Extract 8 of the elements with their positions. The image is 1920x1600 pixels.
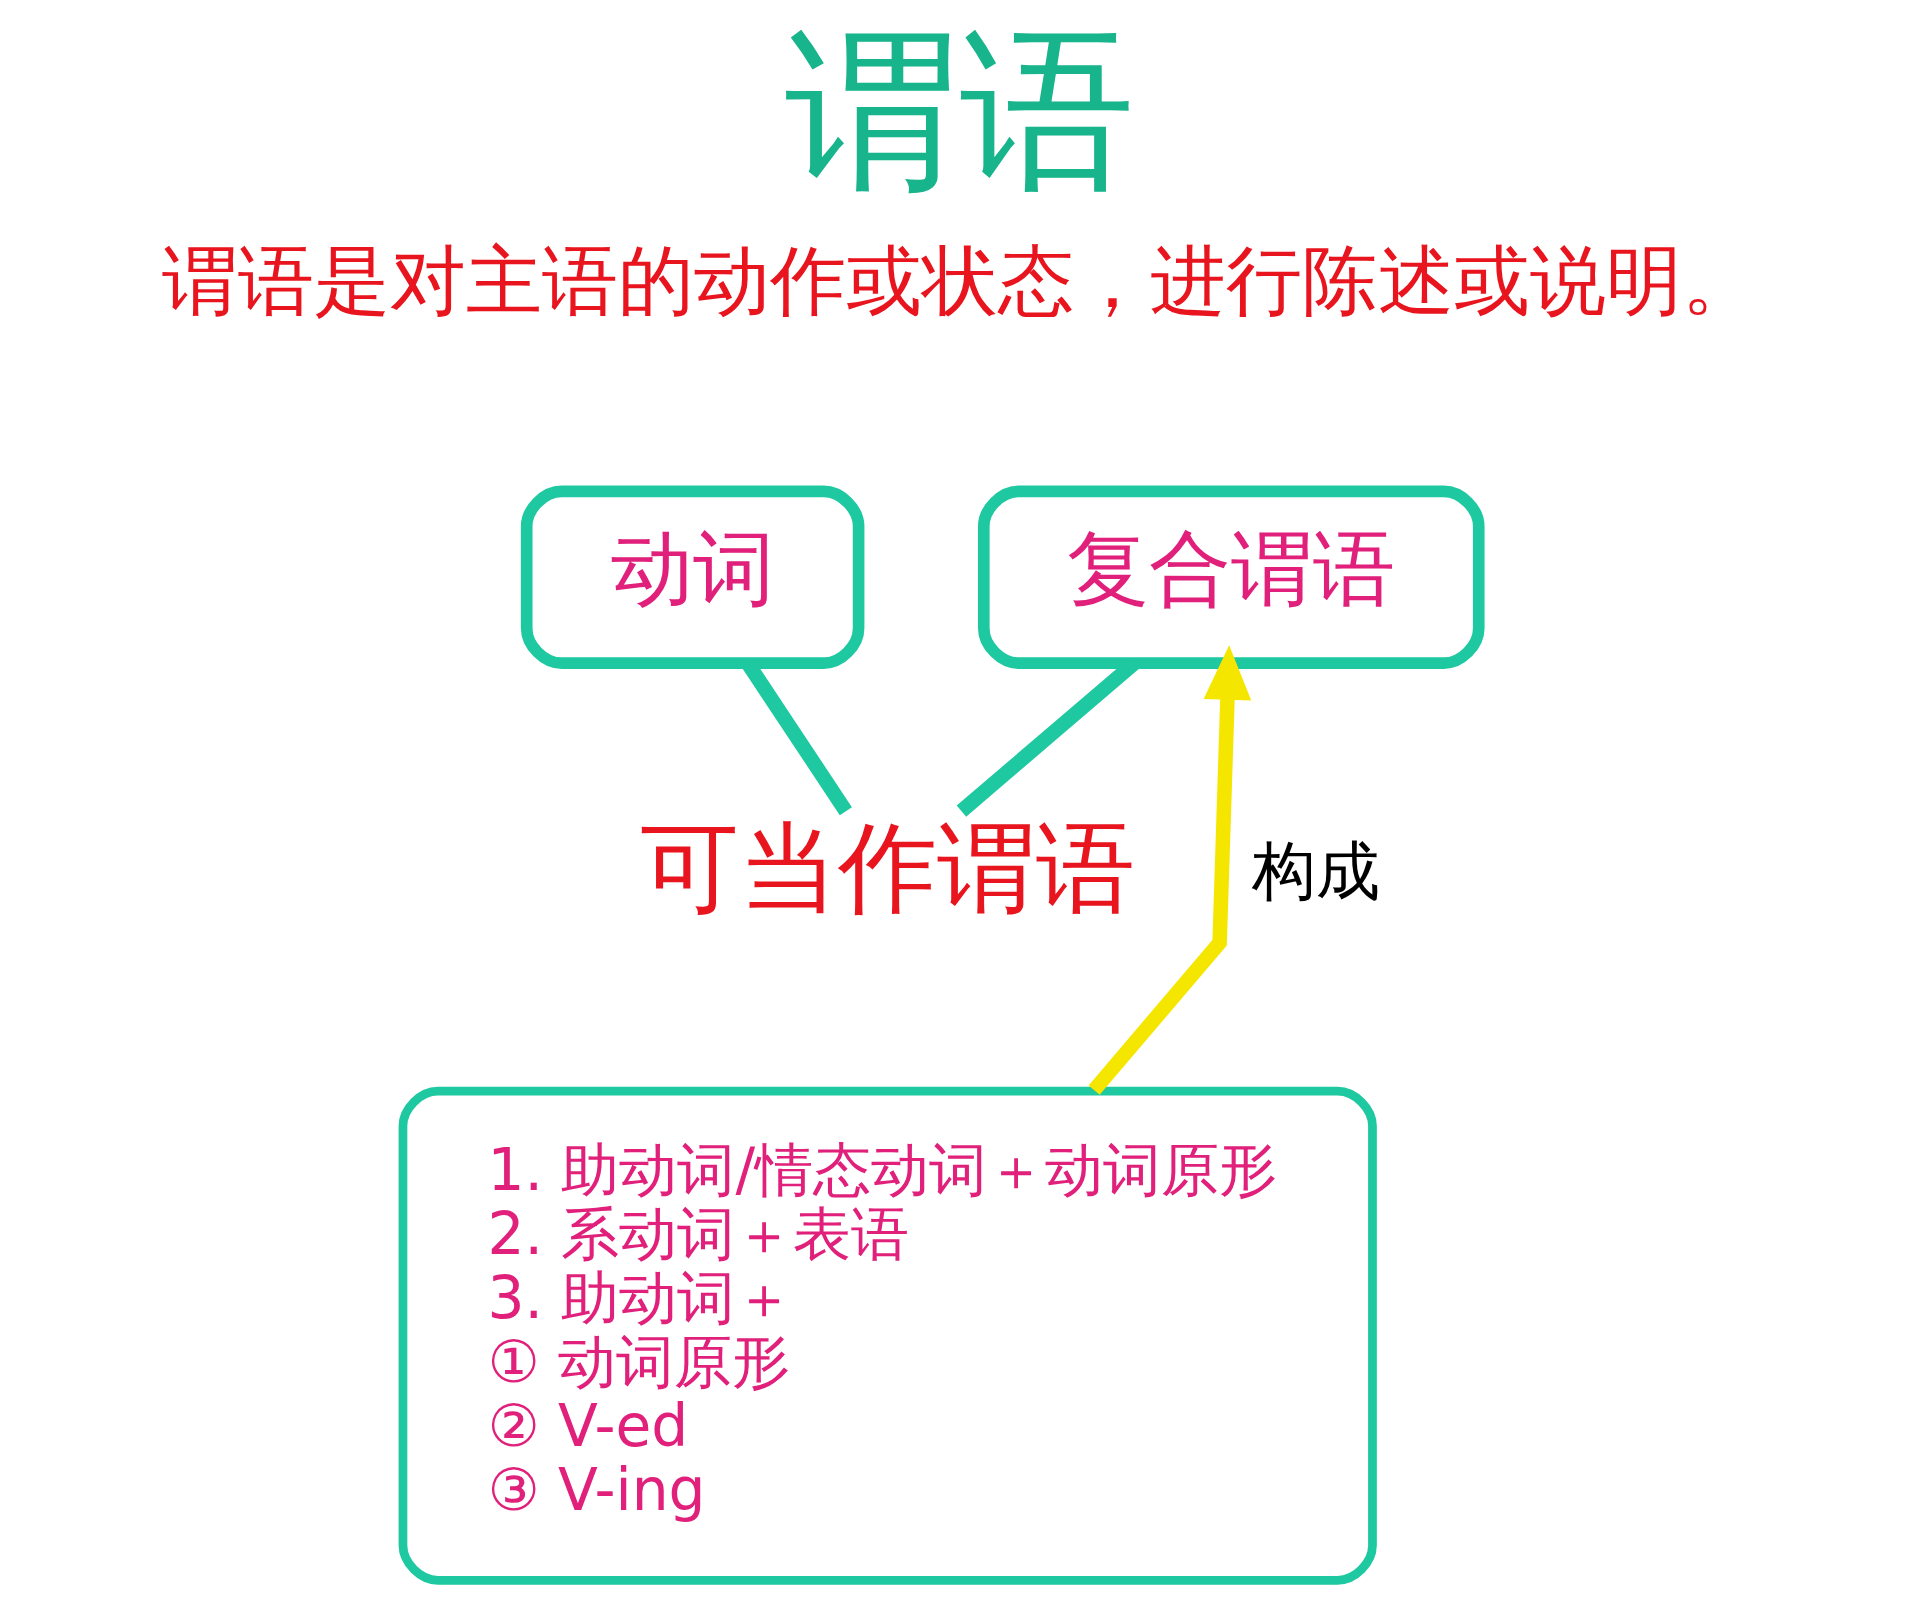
edge-label: 构成 bbox=[1251, 834, 1380, 909]
node-box: 复合谓语 bbox=[977, 485, 1485, 669]
node-box: 动词 bbox=[520, 485, 864, 669]
label: 谓语是对主语的动作或状态，进行陈述或说明。 bbox=[162, 237, 1758, 326]
diagram-title: 谓语 bbox=[785, 9, 1135, 213]
arrow bbox=[1088, 645, 1251, 1095]
node-text: 可当作谓语 bbox=[639, 814, 1135, 924]
node-box: 1. 助动词/情态动词＋动词原形 2. 系动词＋表语 3. 助动词＋ ① 动词原形 ② V-ed ③ V-ing bbox=[398, 1086, 1377, 1585]
